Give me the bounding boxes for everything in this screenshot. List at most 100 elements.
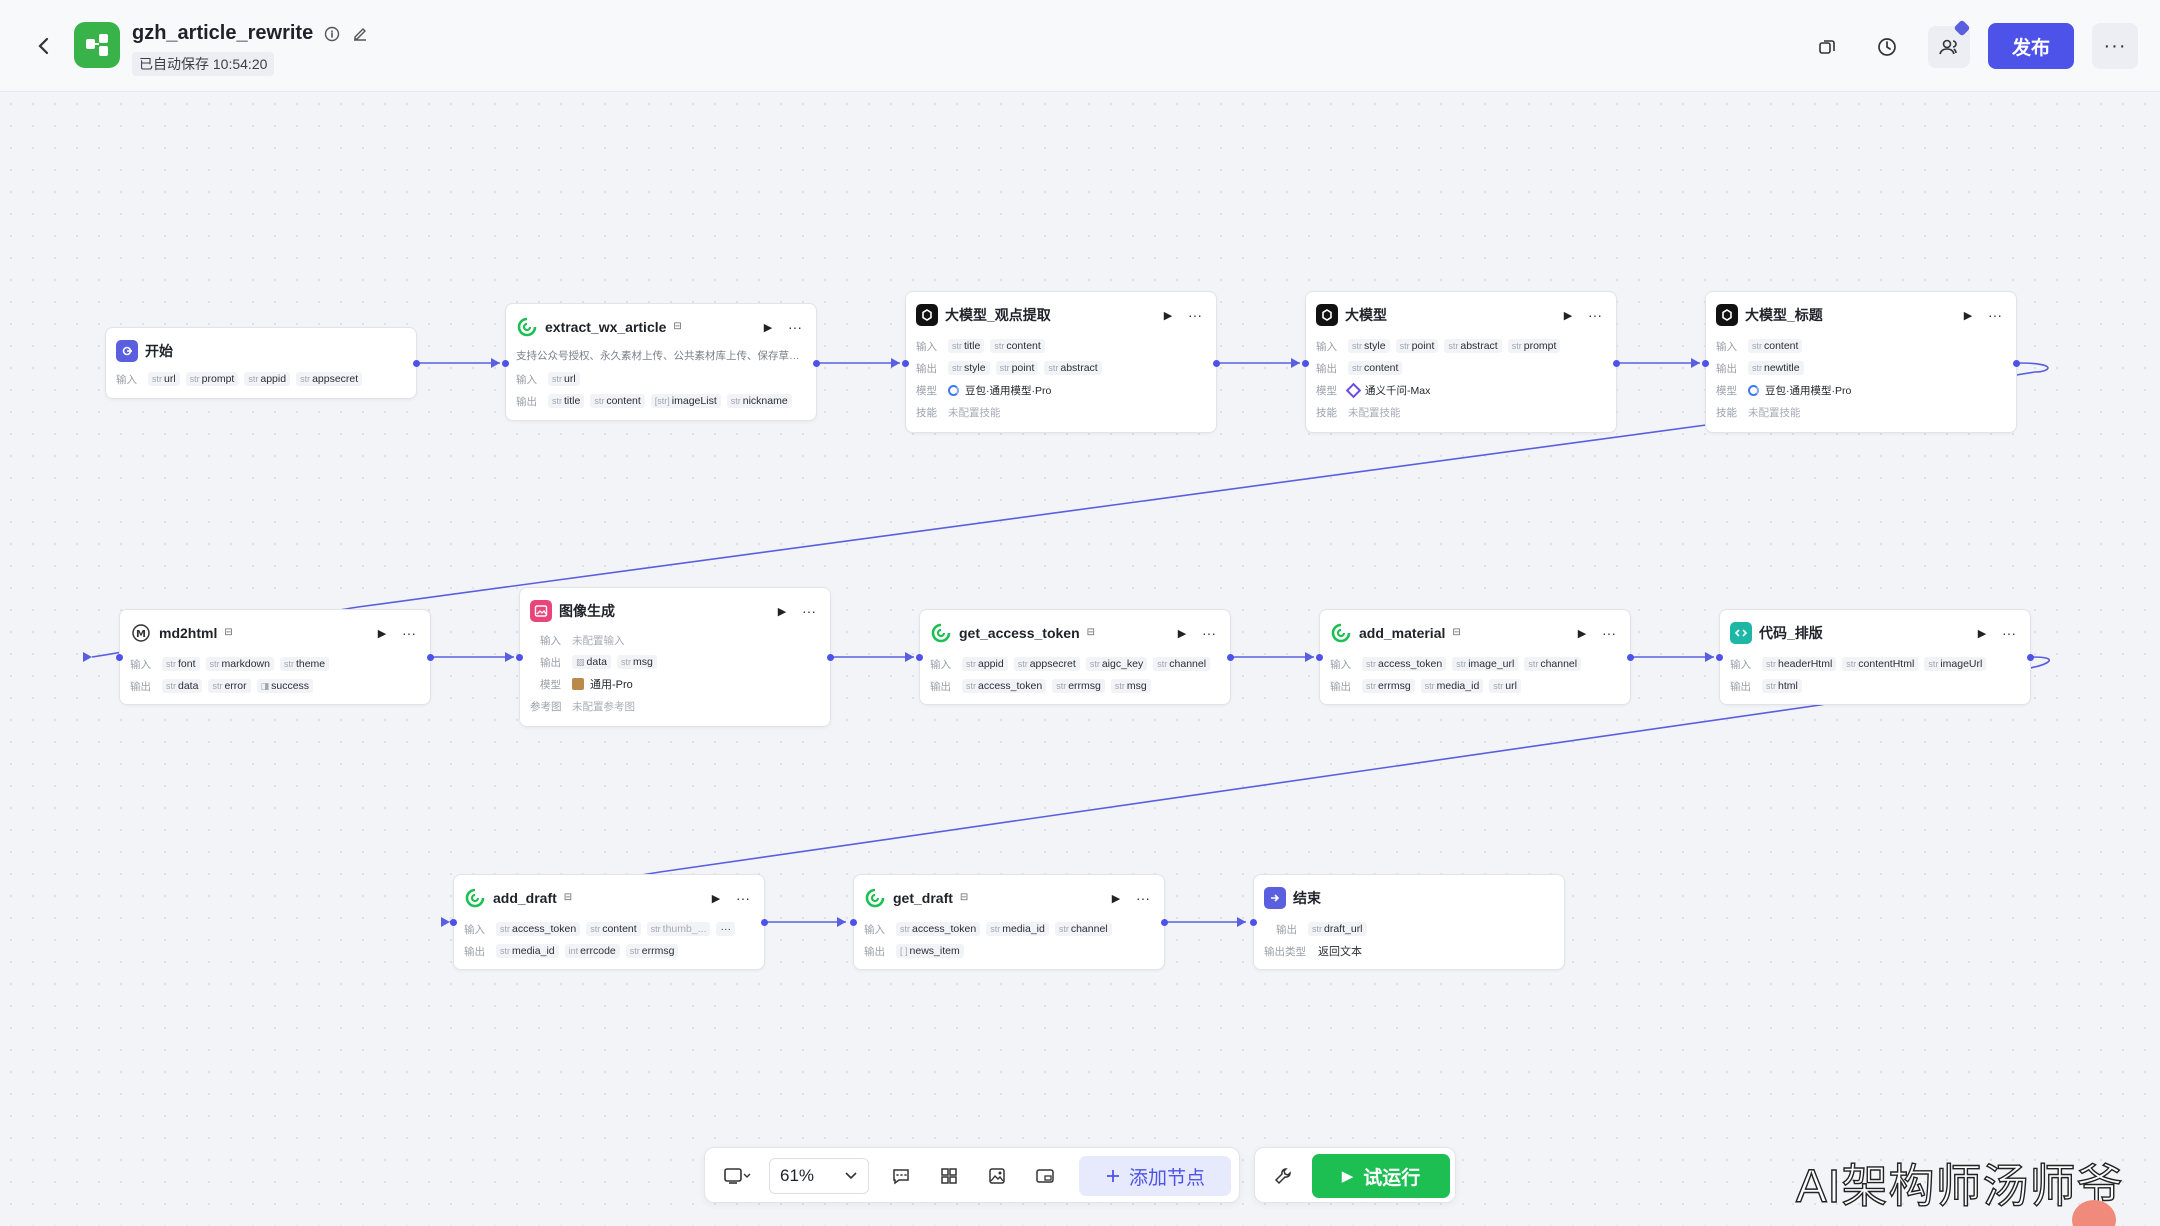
minimap-icon[interactable] bbox=[1025, 1158, 1065, 1194]
node-more-icon[interactable]: ··· bbox=[736, 890, 750, 906]
history-icon[interactable] bbox=[1866, 26, 1908, 68]
output-port[interactable] bbox=[1227, 654, 1234, 661]
run-node-icon[interactable]: ▶ bbox=[711, 892, 721, 905]
plus-icon bbox=[1106, 1170, 1119, 1182]
comment-icon[interactable] bbox=[881, 1158, 921, 1194]
more-icon[interactable]: ··· bbox=[2092, 23, 2138, 69]
input-port[interactable] bbox=[916, 654, 923, 661]
input-port[interactable] bbox=[1302, 360, 1309, 367]
info-icon[interactable] bbox=[323, 25, 341, 43]
copy-icon[interactable] bbox=[1806, 26, 1848, 68]
run-node-icon[interactable]: ▶ bbox=[1163, 309, 1173, 322]
run-node-icon[interactable]: ▶ bbox=[1111, 892, 1121, 905]
run-node-icon[interactable]: ▶ bbox=[377, 627, 387, 640]
output-port[interactable] bbox=[427, 654, 434, 661]
node-more-icon[interactable]: ··· bbox=[1136, 890, 1150, 906]
output-port[interactable] bbox=[2027, 654, 2034, 661]
node-title: 代码_排版 bbox=[1759, 625, 1823, 641]
node-more-icon[interactable]: ··· bbox=[1202, 625, 1216, 641]
run-node-icon[interactable]: ▶ bbox=[763, 321, 773, 334]
auto-layout-icon[interactable] bbox=[929, 1158, 969, 1194]
run-node-icon[interactable]: ▶ bbox=[1177, 627, 1187, 640]
workflow-name: gzh_article_rewrite bbox=[132, 22, 314, 44]
run-node-icon[interactable]: ▶ bbox=[1577, 627, 1587, 640]
input-port[interactable] bbox=[1716, 654, 1723, 661]
run-node-icon[interactable]: ▶ bbox=[1977, 627, 1987, 640]
input-port[interactable] bbox=[1316, 654, 1323, 661]
add-node-button[interactable]: 添加节点 bbox=[1079, 1156, 1231, 1196]
zoom-select[interactable]: 61% bbox=[769, 1158, 869, 1194]
output-port[interactable] bbox=[827, 654, 834, 661]
image-model-icon bbox=[572, 678, 584, 690]
publish-button[interactable]: 发布 bbox=[1988, 23, 2074, 69]
run-node-icon[interactable]: ▶ bbox=[1563, 309, 1573, 322]
llm-icon bbox=[916, 304, 938, 326]
collaborators-icon[interactable] bbox=[1928, 19, 1971, 68]
premium-badge-icon bbox=[1953, 19, 1971, 37]
input-port[interactable] bbox=[450, 919, 457, 926]
input-port[interactable] bbox=[1250, 919, 1257, 926]
output-port[interactable] bbox=[1161, 919, 1168, 926]
test-run-button[interactable]: ▶ 试运行 bbox=[1312, 1154, 1450, 1198]
node-more-icon[interactable]: ··· bbox=[788, 319, 802, 335]
node-more-icon[interactable]: ··· bbox=[1588, 307, 1602, 323]
wrench-icon[interactable] bbox=[1263, 1158, 1303, 1194]
run-node-icon[interactable]: ▶ bbox=[777, 605, 787, 618]
output-row: 输出 [ ]news_item bbox=[864, 942, 1156, 960]
input-port[interactable] bbox=[1702, 360, 1709, 367]
edit-icon[interactable] bbox=[351, 25, 369, 43]
more-params-tag[interactable]: ··· bbox=[716, 922, 735, 936]
code-icon bbox=[1730, 622, 1752, 644]
input-port[interactable] bbox=[502, 360, 509, 367]
plugin-badge-icon: ⊟ bbox=[224, 627, 233, 638]
input-port[interactable] bbox=[850, 919, 857, 926]
image-icon[interactable] bbox=[977, 1158, 1017, 1194]
node-more-icon[interactable]: ··· bbox=[1602, 625, 1616, 641]
node-extract-wx-article[interactable]: extract_wx_article ⊟ ▶ ··· 支持公众号授权、永久素材上… bbox=[502, 303, 820, 421]
node-more-icon[interactable]: ··· bbox=[2002, 625, 2016, 641]
node-more-icon[interactable]: ··· bbox=[402, 625, 416, 641]
output-port[interactable] bbox=[1613, 360, 1620, 367]
output-port[interactable] bbox=[813, 360, 820, 367]
run-node-icon[interactable]: ▶ bbox=[1963, 309, 1973, 322]
node-more-icon[interactable]: ··· bbox=[1988, 307, 2002, 323]
interaction-mode-icon[interactable] bbox=[713, 1158, 761, 1194]
back-icon[interactable] bbox=[28, 30, 60, 62]
plugin-badge-icon: ⊟ bbox=[959, 892, 969, 903]
input-port[interactable] bbox=[902, 360, 909, 367]
output-port[interactable] bbox=[2013, 360, 2020, 367]
node-more-icon[interactable]: ··· bbox=[1188, 307, 1202, 323]
output-port[interactable] bbox=[761, 919, 768, 926]
output-port[interactable] bbox=[1627, 654, 1634, 661]
node-title: md2html bbox=[159, 625, 218, 641]
plugin-badge-icon: ⊟ bbox=[563, 892, 573, 903]
input-port[interactable] bbox=[516, 654, 523, 661]
node-more-icon[interactable]: ··· bbox=[802, 603, 816, 619]
output-port[interactable] bbox=[1213, 360, 1220, 367]
input-port[interactable] bbox=[116, 654, 123, 661]
output-port[interactable] bbox=[413, 360, 420, 367]
